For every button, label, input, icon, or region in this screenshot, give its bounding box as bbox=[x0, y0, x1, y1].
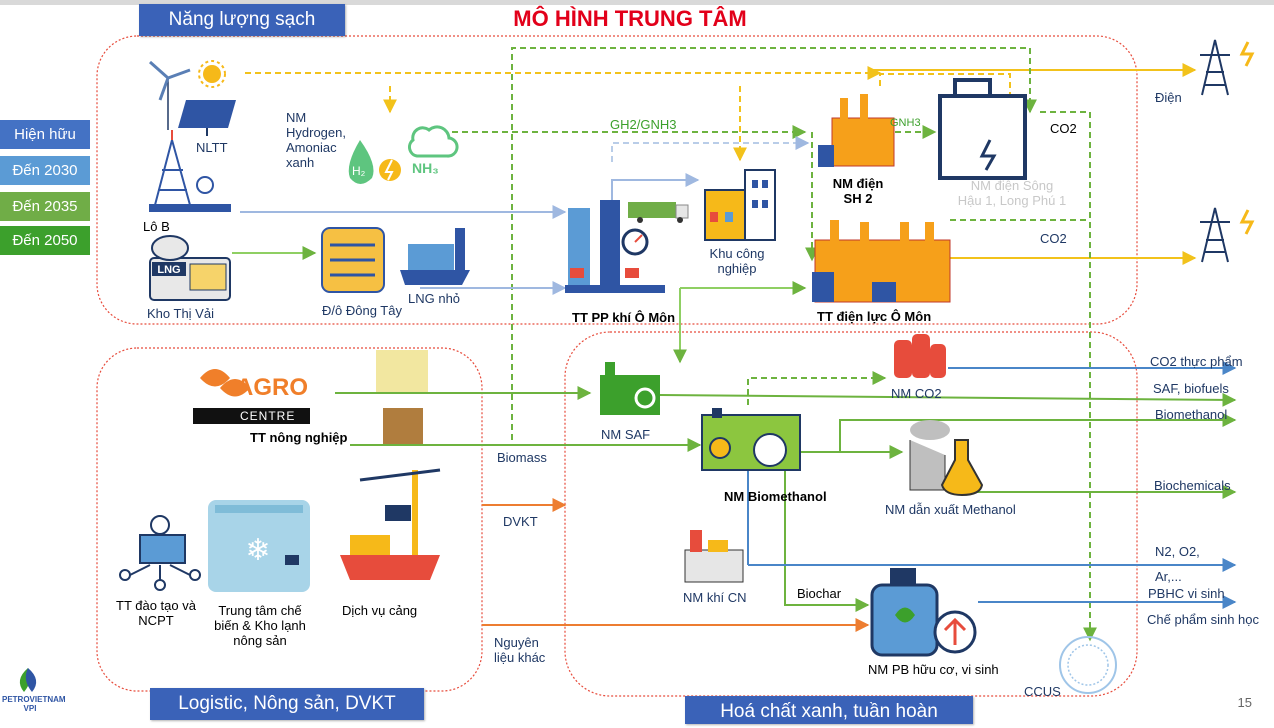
svg-text:❄: ❄ bbox=[245, 533, 270, 568]
solar-panel-icon bbox=[178, 100, 236, 136]
label-tt-dien-luc: TT điện lực Ô Môn bbox=[817, 309, 932, 324]
label-biomass: Biomass bbox=[497, 450, 547, 465]
lng-ship-icon bbox=[400, 228, 470, 285]
power-tower-icon bbox=[1200, 39, 1255, 96]
pipeline-icon bbox=[321, 227, 385, 293]
label-nm-saf: NM SAF bbox=[601, 427, 651, 442]
output-biochemicals: Biochemicals bbox=[1154, 478, 1231, 493]
label-tt-nong-nghiep: TT nông nghiệp bbox=[250, 430, 348, 445]
svg-text:NH₃: NH₃ bbox=[412, 160, 439, 176]
fertilizer-jug-icon bbox=[870, 568, 977, 657]
biomethanol-plant-icon bbox=[701, 408, 801, 471]
label-biochar: Biochar bbox=[797, 586, 842, 601]
legend-2035: Đến 2035 bbox=[0, 192, 90, 221]
wind-turbine-icon bbox=[149, 60, 191, 130]
label-dien: Điện bbox=[1155, 90, 1182, 105]
freezer-icon: ❄ bbox=[208, 500, 310, 592]
header-green-chem: Hoá chất xanh, tuần hoàn bbox=[685, 696, 973, 724]
legend-2050: Đến 2050 bbox=[0, 226, 90, 255]
trainer-icon bbox=[119, 515, 201, 591]
oil-bottle-image bbox=[376, 350, 428, 392]
page-title: MÔ HÌNH TRUNG TÂM bbox=[513, 6, 747, 31]
output-biomethanol: Biomethanol bbox=[1155, 407, 1228, 422]
page-number: 15 bbox=[1237, 695, 1252, 710]
label-gnh3: GNH3 bbox=[890, 117, 921, 129]
label-nm-khi-cn: NM khí CN bbox=[683, 590, 747, 605]
agro-centre-word: CENTRE bbox=[240, 409, 296, 423]
label-do-dong-tay: Đ/ô Đông Tây bbox=[322, 303, 402, 318]
label-co2-mid: CO2 bbox=[1040, 231, 1067, 246]
label-nm-co2: NM CO2 bbox=[891, 386, 942, 401]
label-gh2: GH2/GNH3 bbox=[610, 117, 677, 132]
label-nm-dan-xuat: NM dẫn xuất Methanol bbox=[885, 502, 1016, 517]
power-tower-icon bbox=[1200, 207, 1255, 263]
legend-2030: Đến 2030 bbox=[0, 156, 90, 185]
label-lng-nho: LNG nhỏ bbox=[408, 291, 461, 306]
label-ccus: CCUS bbox=[1024, 684, 1061, 699]
output-n2-o2: N2, O2, bbox=[1155, 544, 1200, 559]
agro-word: AGRO bbox=[236, 374, 308, 401]
label-kho-thi-vai: Kho Thị Vải bbox=[147, 306, 214, 321]
legend-current: Hiện hữu bbox=[0, 120, 90, 149]
sun-icon bbox=[198, 60, 226, 88]
svg-text:LNG: LNG bbox=[157, 264, 180, 276]
svg-text:H₂: H₂ bbox=[352, 164, 366, 178]
label-dvkt: DVKT bbox=[503, 514, 538, 529]
lng-tank-icon: LNG bbox=[149, 235, 231, 301]
connectors bbox=[232, 47, 1237, 642]
gas-hub-icon bbox=[565, 200, 665, 293]
gas-plant-icon bbox=[684, 530, 744, 583]
saf-plant-icon bbox=[600, 362, 660, 415]
output-saf-biofuels: SAF, biofuels bbox=[1153, 381, 1229, 396]
label-dich-vu-cang: Dịch vụ cảng bbox=[342, 603, 418, 618]
power-plant-icon bbox=[812, 220, 951, 303]
output-pbhc: PBHC vi sinh bbox=[1148, 586, 1225, 601]
nh3-cloud-icon: NH₃ bbox=[408, 125, 459, 176]
green-chem-region bbox=[564, 331, 1138, 697]
label-nm-pb: NM PB hữu cơ, vi sinh bbox=[868, 662, 999, 677]
truck-icon bbox=[628, 202, 689, 223]
clean-energy-region bbox=[96, 35, 1138, 325]
port-crane-icon bbox=[340, 468, 441, 580]
hydrogen-icon: H₂ bbox=[348, 140, 401, 184]
label-co2-top: CO2 bbox=[1050, 121, 1077, 136]
pellet-image bbox=[383, 408, 423, 444]
top-bar bbox=[0, 0, 1274, 5]
factory-icon bbox=[704, 169, 776, 241]
header-clean-energy: Năng lượng sạch bbox=[139, 4, 345, 36]
lab-flask-icon bbox=[909, 420, 984, 497]
label-lo-b: Lô B bbox=[143, 219, 170, 234]
label-tt-pp-khi: TT PP khí Ô Môn bbox=[572, 310, 676, 325]
ccus-icon bbox=[1059, 636, 1117, 694]
petrovietnam-logo-icon bbox=[19, 668, 37, 692]
power-plant-icon bbox=[938, 78, 1027, 180]
power-plant-icon bbox=[818, 94, 895, 167]
agro-logo-icon bbox=[193, 369, 310, 424]
output-ar: Ar,... bbox=[1155, 569, 1182, 584]
label-nm-biomethanol: NM Biomethanol bbox=[724, 489, 827, 504]
output-co2-thuc-pham: CO2 thực phẩm bbox=[1150, 354, 1243, 369]
co2-cylinder-icon bbox=[894, 334, 946, 378]
header-logistics: Logistic, Nông sản, DVKT bbox=[150, 688, 424, 720]
gas-rig-icon bbox=[149, 130, 231, 212]
output-che-pham: Chế phẩm sinh học bbox=[1147, 612, 1260, 627]
label-nltt: NLTT bbox=[196, 140, 228, 155]
